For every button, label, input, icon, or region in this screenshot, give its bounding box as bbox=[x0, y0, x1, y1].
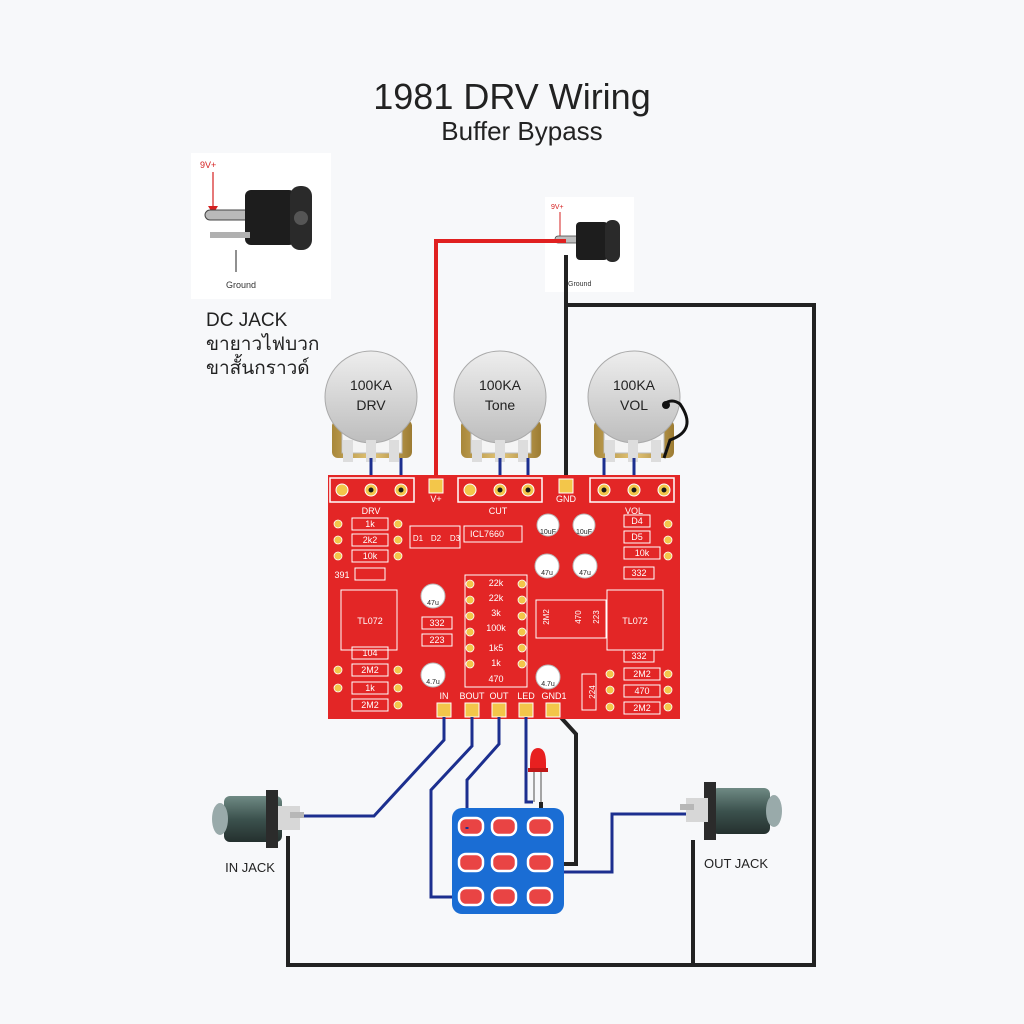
page-title: 1981 DRV Wiring bbox=[373, 76, 651, 117]
pot-drv-name: DRV bbox=[356, 397, 386, 413]
dc-jack-photo: 9V+ Ground bbox=[191, 153, 331, 299]
left-part-7: 2M2 bbox=[361, 665, 379, 675]
right-part-4: 332 bbox=[631, 651, 646, 661]
out-jack-label: OUT JACK bbox=[704, 856, 768, 871]
in-jack-label: IN JACK bbox=[225, 860, 275, 875]
pot-drv[interactable]: 100KA DRV bbox=[324, 350, 418, 462]
in-jack[interactable] bbox=[212, 790, 304, 848]
diode-d3: D3 bbox=[450, 534, 461, 543]
pad-gnd-label: GND bbox=[556, 494, 577, 504]
right-part-0: D4 bbox=[631, 516, 643, 526]
left-part-0: 1k bbox=[365, 519, 375, 529]
footswitch-3pdt[interactable] bbox=[452, 808, 564, 914]
center-part-6: 470 bbox=[488, 674, 503, 684]
ic-tl072-right: TL072 bbox=[622, 616, 648, 626]
center-part-0: 22k bbox=[489, 578, 504, 588]
ic-icl7660: ICL7660 bbox=[470, 529, 504, 539]
pot-drv-value: 100KA bbox=[350, 377, 393, 393]
vpart-2: 223 bbox=[592, 610, 601, 624]
center-part-3: 100k bbox=[486, 623, 506, 633]
pot-tone[interactable]: 100KA Tone bbox=[453, 350, 547, 462]
pot-tone-name: Tone bbox=[485, 397, 516, 413]
right-part-2: 10k bbox=[635, 548, 650, 558]
right-part-6: 470 bbox=[634, 686, 649, 696]
left-part-6: 104 bbox=[362, 648, 377, 658]
ic-tl072-left: TL072 bbox=[357, 616, 383, 626]
left-part-5: 223 bbox=[429, 635, 444, 645]
dc-jack-small-plus-label: 9V+ bbox=[551, 204, 564, 211]
center-part-1: 22k bbox=[489, 593, 504, 603]
left-part-9: 2M2 bbox=[361, 700, 379, 710]
left-part-2: 10k bbox=[363, 551, 378, 561]
led bbox=[528, 748, 548, 802]
cap-2: 47u bbox=[541, 570, 553, 577]
diode-d2: D2 bbox=[431, 534, 442, 543]
vpart-0: 2M2 bbox=[542, 609, 551, 625]
pot-vol-value: 100KA bbox=[613, 377, 656, 393]
power-wire bbox=[434, 239, 566, 486]
cap-3: 47u bbox=[579, 570, 591, 577]
pad-out-label: OUT bbox=[490, 691, 510, 701]
dc-jack-photo-small: 9V+ Ground bbox=[545, 197, 634, 292]
right-part-1: D5 bbox=[631, 532, 643, 542]
pad-bout-label: BOUT bbox=[459, 691, 485, 701]
pad-in-label: IN bbox=[440, 691, 449, 701]
pot-vol-name: VOL bbox=[620, 397, 648, 413]
switch-wires bbox=[465, 827, 469, 829]
center-part-4: 1k5 bbox=[489, 643, 504, 653]
out-jack[interactable] bbox=[680, 782, 782, 840]
cap-5: 4.7u bbox=[426, 679, 440, 686]
right-part-8: 224 bbox=[588, 685, 597, 699]
dc-jack-note-line1: ขายาวไฟบวก bbox=[206, 334, 320, 355]
left-part-3: 391 bbox=[334, 570, 349, 580]
dc-jack-plus-label: 9V+ bbox=[200, 160, 216, 170]
dc-jack-small-ground-label: Ground bbox=[568, 281, 591, 288]
pot-vol[interactable]: 100KA VOL bbox=[587, 350, 689, 462]
left-part-4: 332 bbox=[429, 618, 444, 628]
cap-4: 47u bbox=[427, 600, 439, 607]
right-part-5: 2M2 bbox=[633, 669, 651, 679]
cap-0: 10uF bbox=[540, 529, 556, 536]
center-part-2: 3k bbox=[491, 608, 501, 618]
dc-jack-ground-label: Ground bbox=[226, 280, 256, 290]
right-part-7: 2M2 bbox=[633, 703, 651, 713]
pcb-drv-label: DRV bbox=[362, 506, 381, 516]
dc-jack-note-line2: ขาสั้นกราวด์ bbox=[206, 358, 310, 379]
cap-6: 4.7u bbox=[541, 681, 555, 688]
left-part-1: 2k2 bbox=[363, 535, 378, 545]
pad-vplus-label: V+ bbox=[430, 494, 441, 504]
vpart-1: 470 bbox=[574, 610, 583, 624]
pcb-cut-label: CUT bbox=[489, 506, 508, 516]
left-part-8: 1k bbox=[365, 683, 375, 693]
pcb-vol-label: VOL bbox=[625, 506, 643, 516]
dc-jack-heading: DC JACK bbox=[206, 310, 288, 331]
pcb-board: V+ GND DRV CUT VOL 1k 2k2 10k 391 bbox=[328, 475, 680, 719]
page-subtitle: Buffer Bypass bbox=[441, 116, 603, 146]
right-part-3: 332 bbox=[631, 568, 646, 578]
pot-tone-value: 100KA bbox=[479, 377, 522, 393]
diode-d1: D1 bbox=[413, 534, 424, 543]
pad-gnd1-label: GND1 bbox=[541, 691, 566, 701]
center-part-5: 1k bbox=[491, 658, 501, 668]
pad-led-label: LED bbox=[517, 691, 535, 701]
cap-1: 10uF bbox=[576, 529, 592, 536]
